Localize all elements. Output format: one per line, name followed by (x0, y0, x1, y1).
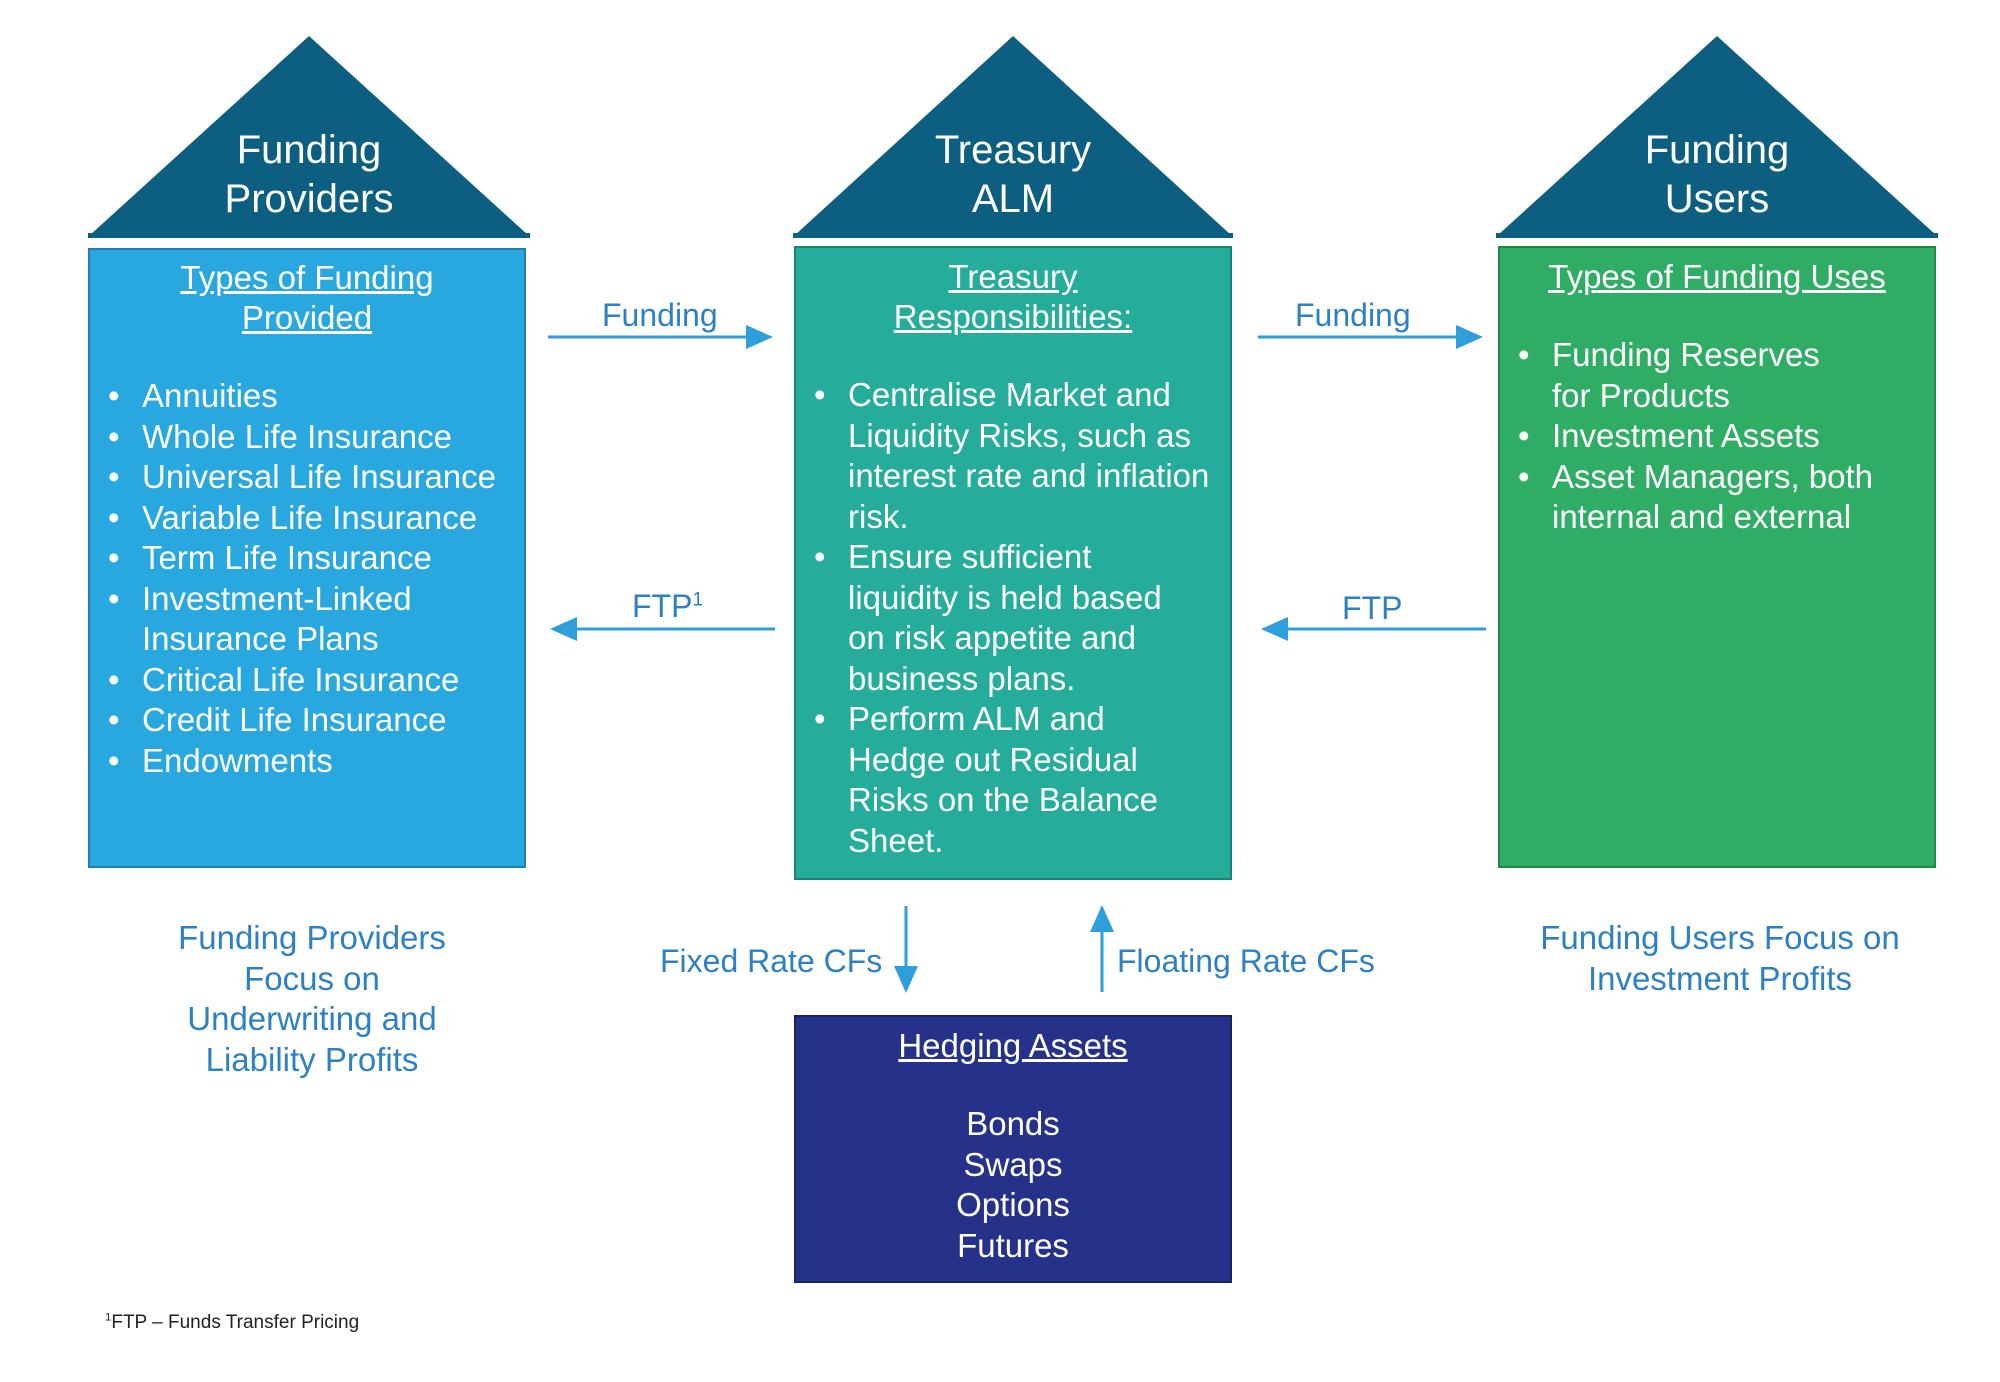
roof-title-line: Funding (236, 128, 382, 172)
roof-title-line: Providers (224, 177, 394, 221)
heading-line: Provided (241, 299, 373, 336)
users-heading: Types of Funding Uses (1500, 257, 1934, 297)
list-item: Critical Life Insurance (90, 660, 516, 701)
list-item: Futures (957, 1226, 1069, 1264)
providers-roof (90, 36, 528, 235)
providers-caption: Funding Providers Focus on Underwriting … (178, 919, 446, 1078)
hedging-heading: Hedging Assets (898, 1027, 1128, 1064)
roof-title-line: Users (1664, 177, 1770, 221)
treasury-list: Centralise Market and Liquidity Risks, s… (796, 375, 1230, 861)
list-item: Ensure sufficient liquidity is held base… (796, 537, 1212, 699)
footnote-text: FTP – Funds Transfer Pricing (111, 1312, 360, 1333)
treasury-roof-title: Treasury ALM (793, 126, 1233, 224)
list-item: Term Life Insurance (90, 538, 516, 579)
users-roof-title: Funding Users (1497, 126, 1937, 224)
heading-line: Responsibilities: (893, 298, 1133, 335)
fixed-rate-label: Fixed Rate CFs (660, 943, 883, 979)
roof-title-line: Treasury (934, 128, 1092, 172)
list-item: Asset Managers, both internal and extern… (1500, 457, 1922, 538)
treasury-heading: Treasury Responsibilities: (796, 257, 1230, 337)
ftp-label-text: FTP (632, 588, 693, 624)
funding-label-left: Funding (602, 297, 718, 333)
list-item: Investment-Linked Insurance Plans (90, 579, 442, 660)
list-item: Universal Life Insurance (90, 457, 516, 498)
treasury-box: Treasury Responsibilities: Centralise Ma… (794, 246, 1232, 880)
providers-list: Annuities Whole Life Insurance Universal… (90, 376, 524, 781)
hedging-list: Bonds Swaps Options Futures (796, 1104, 1230, 1266)
providers-roof-title: Funding Providers (89, 126, 529, 224)
footnote-marker: 1 (105, 1311, 112, 1324)
list-item: Investment Assets (1500, 416, 1922, 457)
providers-heading: Types of Funding Provided (90, 258, 524, 338)
list-item: Variable Life Insurance (90, 498, 516, 539)
funding-providers-box: Types of Funding Provided Annuities Whol… (88, 248, 526, 868)
list-item: Funding Reserves for Products (1500, 335, 1922, 416)
funding-users-box: Types of Funding Uses Funding Reserves f… (1498, 246, 1936, 868)
list-item: Options (956, 1186, 1070, 1223)
funding-label-right: Funding (1295, 297, 1411, 333)
roof-title-line: ALM (971, 177, 1055, 221)
list-item: Perform ALM and Hedge out Residual Risks… (796, 699, 1212, 861)
list-item: Swaps (963, 1145, 1063, 1183)
ftp-label-right: FTP (1342, 590, 1403, 626)
list-item: Centralise Market and Liquidity Risks, s… (796, 375, 1212, 537)
users-roof (1498, 36, 1936, 235)
list-item: Whole Life Insurance (90, 417, 516, 458)
floating-rate-label: Floating Rate CFs (1117, 943, 1375, 979)
ftp-label-left: FTP1 (632, 586, 703, 626)
roof-title-line: Funding (1644, 128, 1790, 172)
heading-line: Treasury (948, 258, 1078, 295)
heading-line: Types of Funding Uses (1548, 258, 1886, 295)
hedging-assets-box: Hedging Assets Bonds Swaps Options Futur… (794, 1015, 1232, 1283)
users-caption: Funding Users Focus on Investment Profit… (1540, 919, 1900, 997)
footnote: 1FTP – Funds Transfer Pricing (105, 1312, 359, 1334)
list-item: Credit Life Insurance (90, 700, 516, 741)
list-item: Endowments (90, 741, 516, 782)
heading-line: Types of Funding (180, 259, 434, 296)
list-item: Bonds (966, 1105, 1060, 1142)
list-item: Annuities (90, 376, 516, 417)
footnote-marker: 1 (692, 589, 704, 611)
treasury-roof (795, 36, 1231, 235)
users-list: Funding Reserves for Products Investment… (1500, 335, 1934, 538)
